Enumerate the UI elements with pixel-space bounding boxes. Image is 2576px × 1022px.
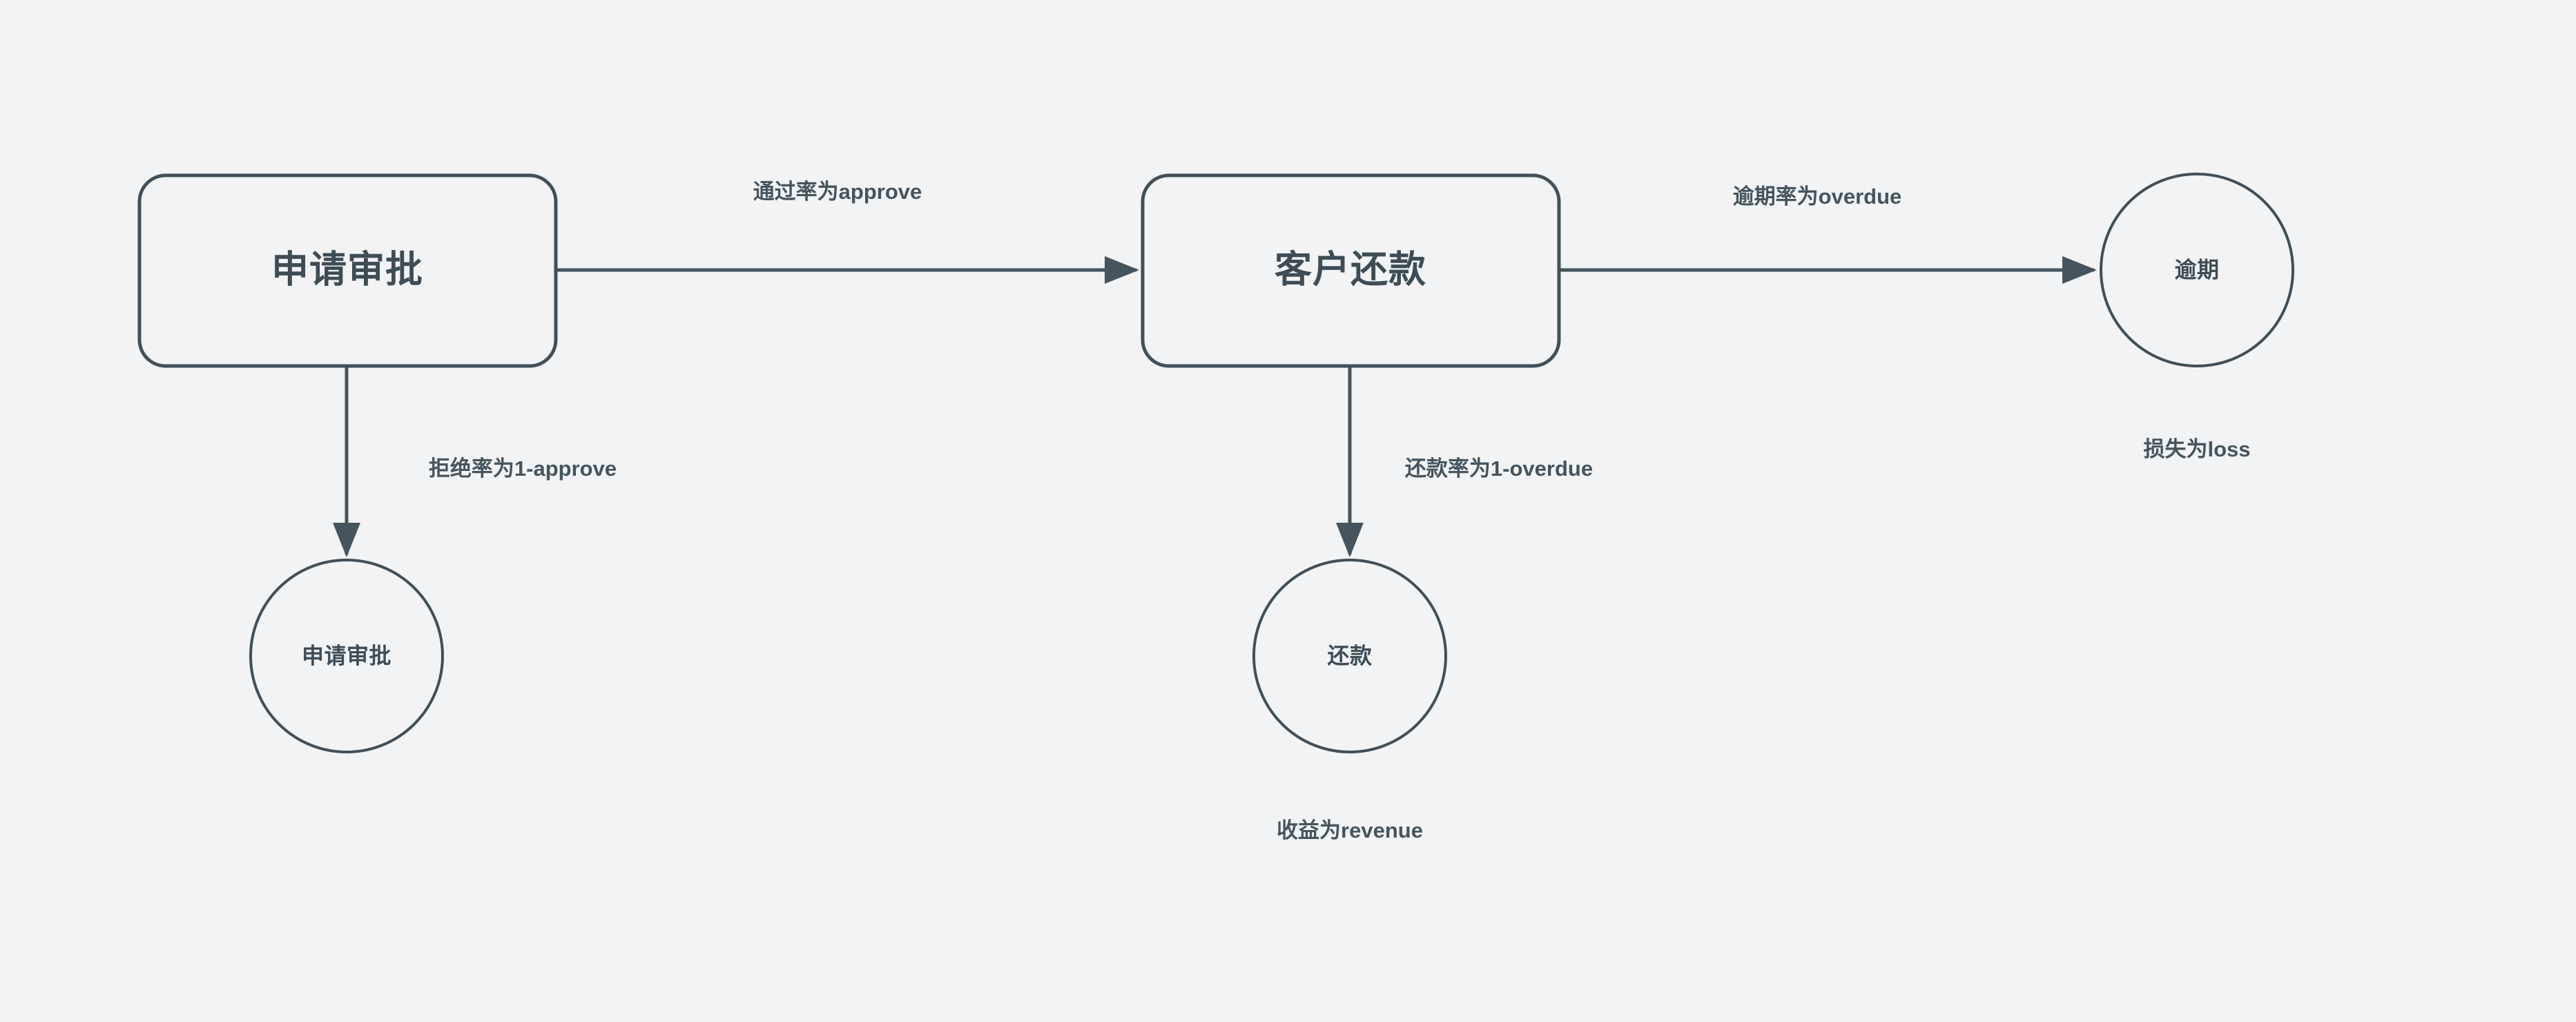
node-customer-repayment-label: 客户还款: [1275, 249, 1426, 290]
node-apply-approval-shape: [137, 173, 558, 368]
node-rejected[interactable]: 申请审批: [249, 559, 444, 753]
node-repaid-shape: [1252, 559, 1447, 753]
node-repaid[interactable]: 还款 收益为revenue: [1252, 559, 1447, 842]
edge-overdue-label: 逾期率为overdue: [1733, 184, 1902, 209]
edge-repay[interactable]: 还款率为1-overdue: [1336, 366, 1593, 558]
node-overdue-shape: [2100, 173, 2294, 367]
edge-overdue[interactable]: 逾期率为overdue: [1559, 184, 2098, 284]
edge-approve[interactable]: 通过率为approve: [556, 180, 1140, 284]
edge-approve-label: 通过率为approve: [753, 180, 922, 204]
node-overdue-caption: 损失为loss: [2143, 437, 2250, 461]
node-customer-repayment-shape: [1141, 173, 1561, 368]
node-repaid-label: 还款: [1327, 643, 1372, 668]
node-repaid-caption: 收益为revenue: [1277, 818, 1423, 842]
node-customer-repayment[interactable]: 客户还款: [1141, 173, 1561, 368]
node-apply-approval-label: 申请审批: [271, 249, 423, 290]
node-rejected-shape: [249, 559, 444, 753]
edge-reject[interactable]: 拒绝率为1-approve: [333, 366, 617, 558]
node-overdue-label: 逾期: [2174, 257, 2219, 282]
edge-repay-label: 还款率为1-overdue: [1405, 456, 1593, 481]
node-overdue[interactable]: 逾期 损失为loss: [2100, 173, 2294, 461]
node-rejected-label: 申请审批: [302, 643, 391, 668]
edge-reject-label: 拒绝率为1-approve: [429, 456, 617, 481]
node-apply-approval[interactable]: 申请审批: [137, 173, 558, 368]
